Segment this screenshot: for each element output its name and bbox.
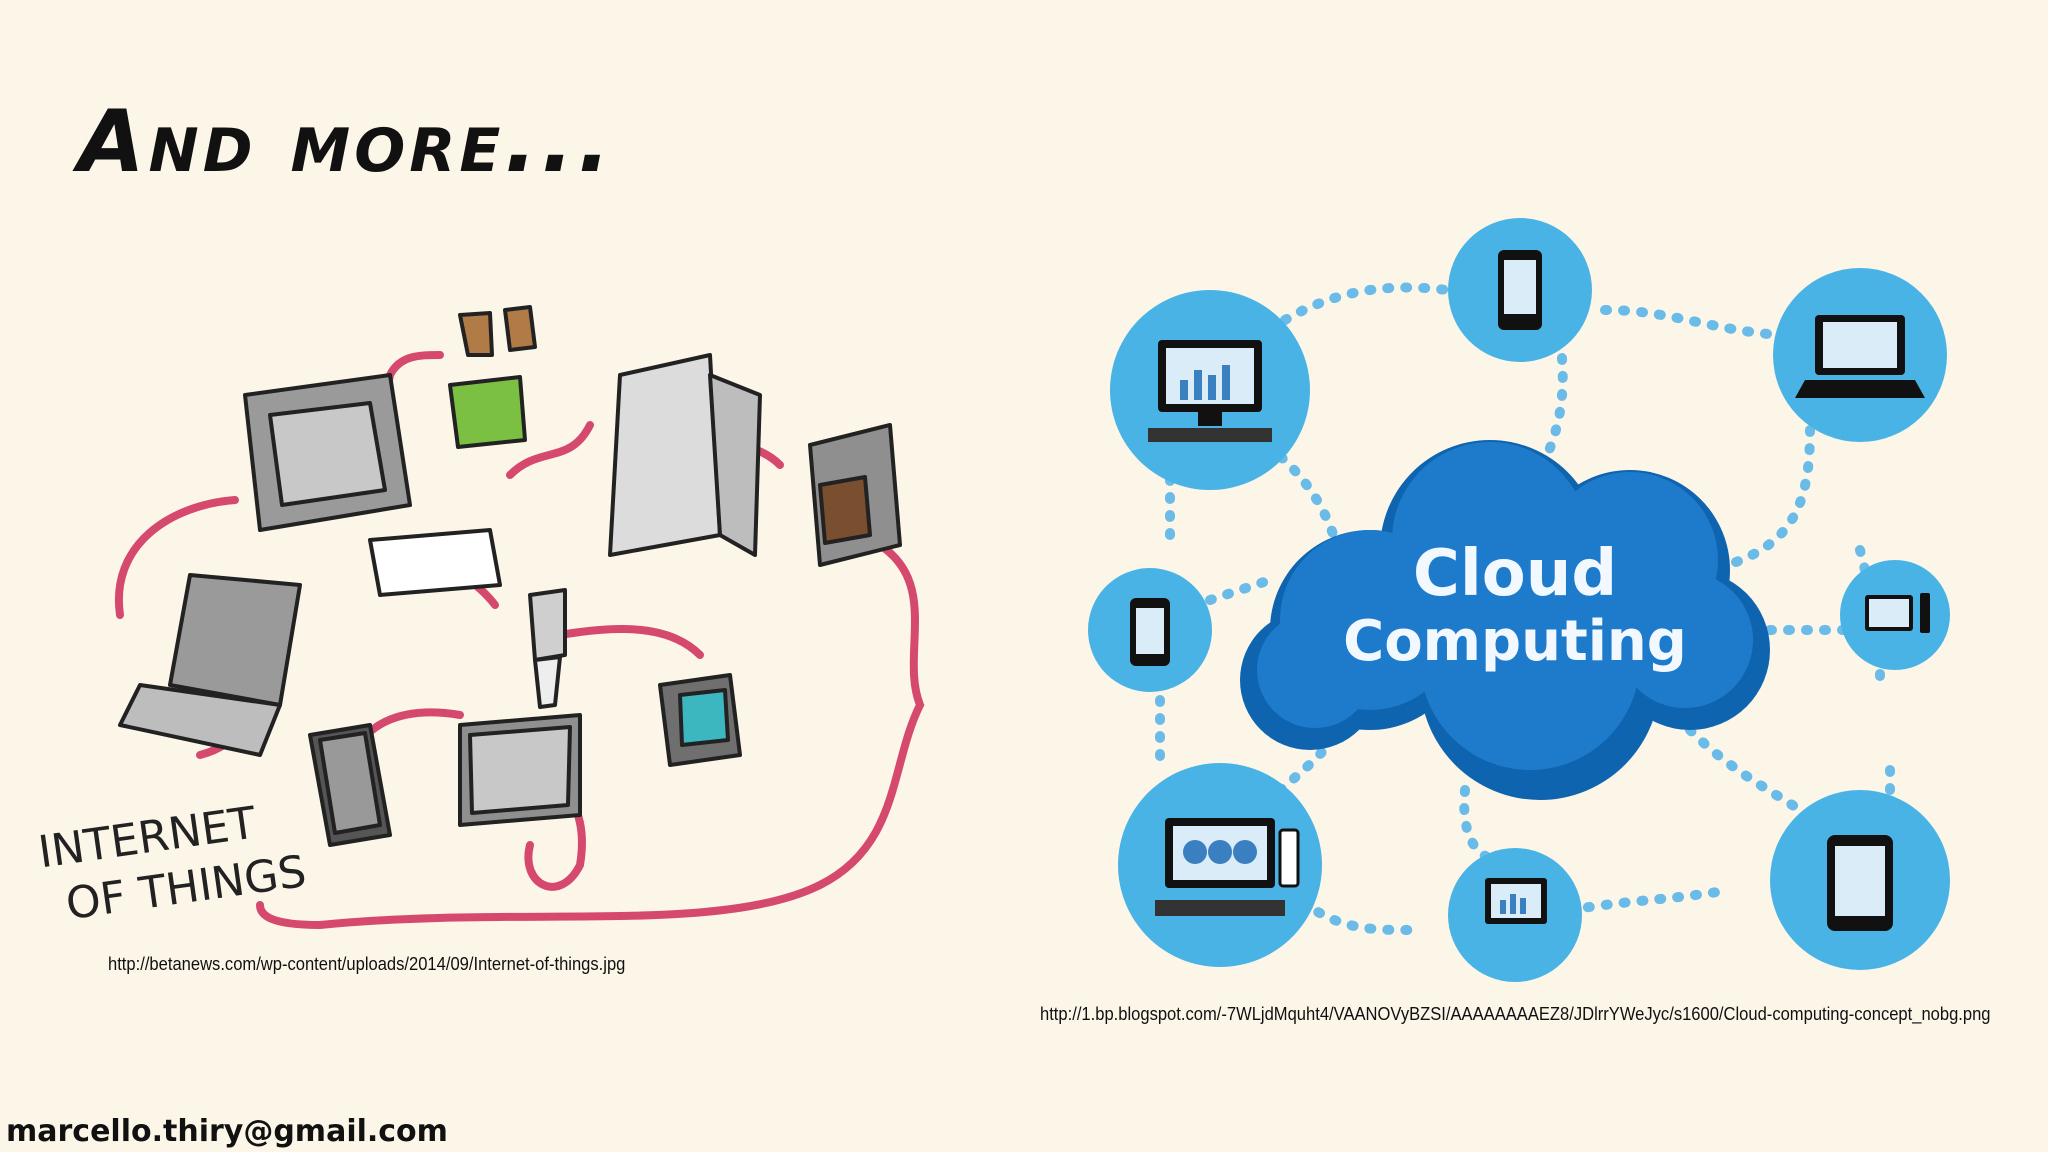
cloud-title-line2: Computing xyxy=(1343,609,1687,674)
iot-illustration: INTERNET OF THINGS xyxy=(35,305,925,930)
cloud-title-line1: Cloud xyxy=(1413,537,1617,611)
cloud-computing-illustration: Cloud Computing xyxy=(1088,218,1950,982)
iot-image-source-link[interactable]: http://betanews.com/wp-content/uploads/2… xyxy=(108,954,626,974)
cloud-image-source-link[interactable]: http://1.bp.blogspot.com/-7WLjdMquht4/VA… xyxy=(1040,1004,1991,1024)
slide-title: And more... xyxy=(78,92,615,192)
author-email[interactable]: marcello.thiry@gmail.com xyxy=(6,1114,448,1149)
